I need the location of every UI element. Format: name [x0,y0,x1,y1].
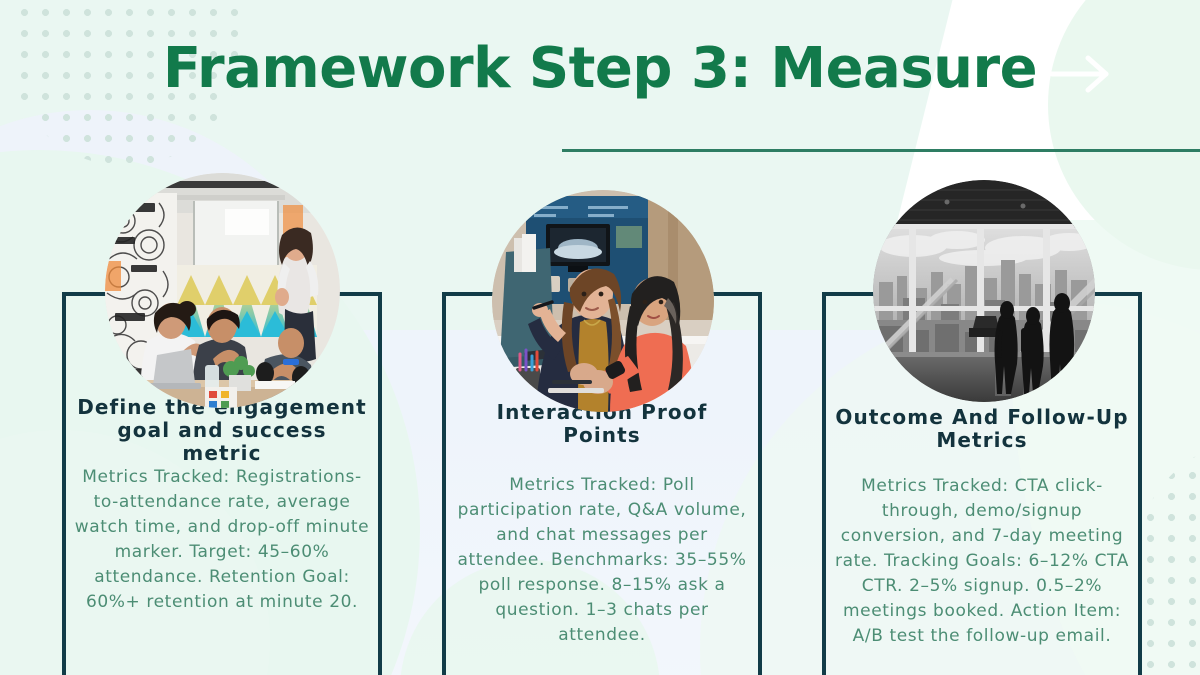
column-body-2: Metrics Tracked: Poll participation rate… [457,475,747,645]
arrow-right-icon [1050,55,1109,93]
column-photo-3 [873,180,1095,402]
column-body-1: Metrics Tracked: Registrations-to-attend… [74,467,370,612]
dot-grid-right-icon [1136,440,1200,675]
column-content-3: Outcome And Follow-Up Metrics Metrics Tr… [826,406,1138,649]
column-photo-1 [105,173,340,408]
column-content-2: Interaction Proof Points Metrics Tracked… [446,401,758,648]
city-skyline-window-photo [873,180,1095,402]
column-content-1: Define the engagement goal and success m… [66,396,378,615]
column-card-2: Interaction Proof Points Metrics Tracked… [442,292,762,675]
title-underline-rule [562,149,1200,152]
column-card-1: Define the engagement goal and success m… [62,292,382,675]
office-collaboration-photo [492,190,714,412]
column-photo-2 [492,190,714,412]
column-heading-2: Interaction Proof Points [496,400,708,447]
column-heading-3: Outcome And Follow-Up Metrics [835,405,1129,452]
page-title: Framework Step 3: Measure [162,36,1038,101]
meeting-room-photo [105,173,340,408]
column-body-3: Metrics Tracked: CTA click-through, demo… [835,476,1129,646]
